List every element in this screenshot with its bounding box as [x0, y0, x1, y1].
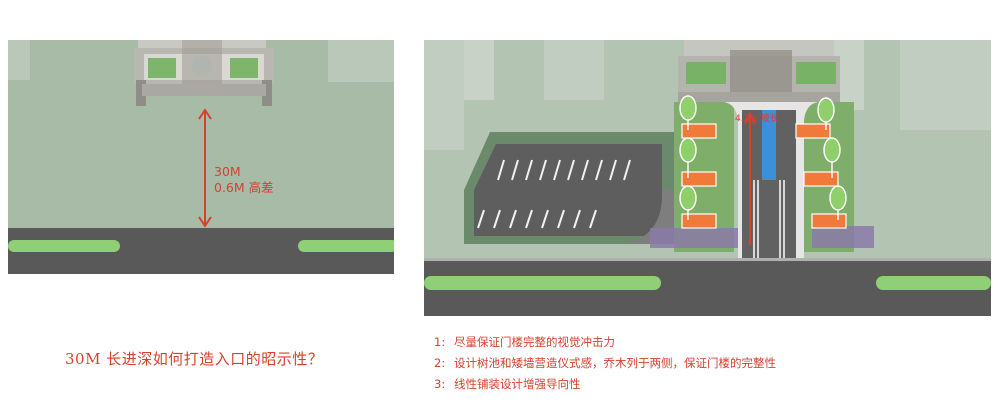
- note-item: 3: 线性铺装设计增强导向性: [434, 374, 776, 395]
- blue-guide-strip: [762, 110, 776, 180]
- note-number: 3:: [434, 377, 446, 391]
- design-notes: 1: 尽量保证门楼完整的视觉冲击力 2: 设计树池和矮墙营造仪式感，乔木列于两侧，保…: [434, 332, 776, 395]
- background-building: [8, 40, 30, 80]
- site-plan-after-drawing: [424, 40, 991, 316]
- gate-building: [134, 40, 274, 106]
- tree-planters: [681, 123, 847, 229]
- parking-area: [464, 132, 674, 244]
- design-question: 30M 长进深如何打造入口的昭示性？: [65, 350, 324, 368]
- site-plan-before: 30M 0.6M 高差: [8, 40, 394, 274]
- note-number: 1:: [434, 335, 446, 349]
- tree-trunks: [687, 120, 839, 220]
- flower-bed: [812, 226, 874, 248]
- background-building: [464, 40, 494, 100]
- background-building: [900, 40, 991, 130]
- note-item: 2: 设计树池和矮墙营造仪式感，乔木列于两侧，保证门楼的完整性: [434, 353, 776, 374]
- gate-building: [678, 40, 840, 102]
- median-strip: [876, 276, 991, 290]
- height-difference-label: 0.6M 高差: [214, 180, 274, 195]
- distance-label: 30M: [214, 164, 241, 179]
- note-number: 2:: [434, 356, 446, 370]
- note-item: 1: 尽量保证门楼完整的视觉冲击力: [434, 332, 776, 353]
- median-strip: [8, 240, 120, 252]
- note-text: 设计树池和矮墙营造仪式感，乔木列于两侧，保证门楼的完整性: [454, 356, 776, 370]
- median-strip: [424, 276, 661, 290]
- background-building: [424, 40, 464, 150]
- background-building: [328, 40, 394, 82]
- site-plan-after: 4.2% 坡长: [424, 40, 991, 316]
- median-strip: [298, 240, 394, 252]
- note-text: 线性铺装设计增强导向性: [454, 377, 581, 391]
- background-building: [544, 40, 604, 100]
- slope-label: 4.2% 坡长: [735, 114, 779, 124]
- entrance-road: [724, 102, 818, 260]
- note-text: 尽量保证门楼完整的视觉冲击力: [454, 335, 615, 349]
- site-plan-before-drawing: [8, 40, 394, 274]
- flower-bed: [650, 228, 738, 248]
- distance-arrow: [198, 108, 212, 228]
- tree-canopies: [679, 95, 847, 211]
